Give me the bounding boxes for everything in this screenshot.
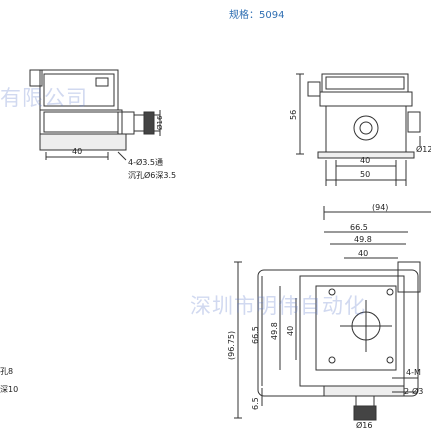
left-hole-note1: 4-Ø3.5通	[128, 157, 163, 167]
front-view	[296, 73, 421, 186]
top-overall-dim: (94)	[372, 203, 388, 212]
label-4m: 4-M	[406, 368, 421, 377]
front-w40-dim: 40	[360, 156, 370, 165]
top-498-dim: 49.8	[354, 235, 372, 244]
top-665-dim: 66.5	[350, 223, 368, 232]
front-w50-dim: 50	[360, 170, 370, 179]
label-2d: 2-Ø3	[404, 386, 423, 396]
watermark-top: 有限公司	[0, 86, 88, 110]
side-65-dim: 6.5	[251, 397, 260, 410]
front-dia-dim: Ø12	[416, 144, 431, 154]
side-665-dim: 66.5	[251, 326, 260, 344]
left-width-dim: 40	[72, 147, 82, 156]
left-note1: 孔8	[0, 367, 13, 376]
spec-label: 规格：5094	[229, 10, 285, 21]
side-498-dim: 49.8	[270, 322, 279, 340]
left-dia-dim: Ø16	[156, 115, 164, 130]
side-9675-dim: (96.75)	[227, 331, 236, 360]
front-height-dim: 56	[289, 110, 298, 120]
top-dia-dim: Ø16	[356, 420, 372, 430]
left-side-view	[29, 69, 161, 161]
left-hole-note2: 沉孔Ø6深3.5	[128, 170, 176, 180]
top-view	[234, 206, 431, 421]
watermark-bottom: 深圳市明伟自动化	[190, 294, 366, 318]
top-40-dim: 40	[358, 249, 368, 258]
side-40-dim: 40	[286, 326, 295, 336]
left-note2: 深10	[0, 385, 18, 394]
